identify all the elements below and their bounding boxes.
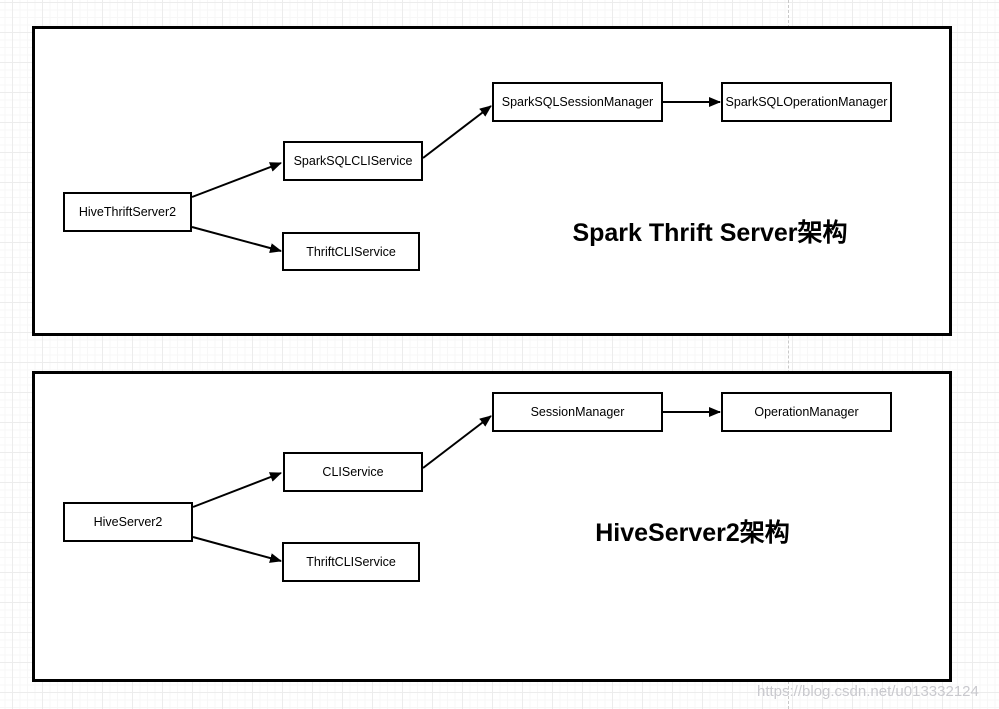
node-label: SparkSQLOperationManager <box>725 95 888 109</box>
csdn-watermark: https://blog.csdn.net/u013332124 <box>757 683 979 700</box>
node-sparksqloperationmanager: SparkSQLOperationManager <box>721 82 892 122</box>
node-hivethriftserver2: HiveThriftServer2 <box>63 192 192 232</box>
node-label: SparkSQLSessionManager <box>501 95 654 109</box>
node-cliservice: CLIService <box>283 452 423 492</box>
node-label: SparkSQLCLIService <box>293 154 413 168</box>
node-label: HiveThriftServer2 <box>78 205 177 219</box>
node-label: ThriftCLIService <box>306 244 396 259</box>
node-label: ThriftCLIService <box>306 555 396 569</box>
node-sparksqlcliservice: SparkSQLCLIService <box>283 141 423 181</box>
node-label: HiveServer2 <box>93 515 163 529</box>
node-operationmanager: OperationManager <box>721 392 892 432</box>
spark-thrift-server-diagram-title: Spark Thrift Server架构 <box>572 219 848 247</box>
spark-thrift-server-diagram-frame <box>32 26 952 336</box>
node-sessionmanager: SessionManager <box>492 392 663 432</box>
hiveserver2-diagram-title: HiveServer2架构 <box>595 519 790 547</box>
node-label: SessionManager <box>530 405 625 419</box>
node-thriftcliservice-bottom: ThriftCLIService <box>282 542 420 582</box>
node-label: CLIService <box>322 465 384 479</box>
page-boundary-dashed-line <box>788 0 789 709</box>
node-hiveserver2: HiveServer2 <box>63 502 193 542</box>
node-thriftcliservice-top: ThriftCLIService <box>282 232 420 271</box>
node-label: OperationManager <box>754 405 859 419</box>
node-sparksqlsessionmanager: SparkSQLSessionManager <box>492 82 663 122</box>
